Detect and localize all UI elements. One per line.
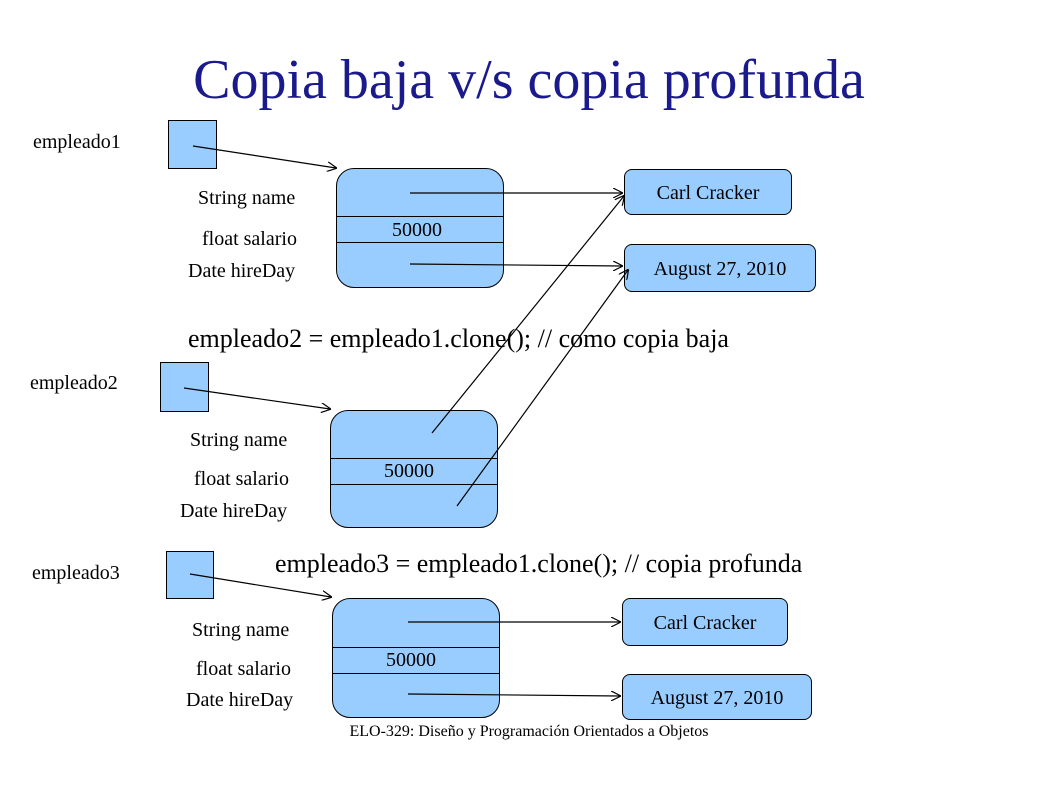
code-deep-copy: empleado3 = empleado1.clone(); // copia … — [275, 549, 803, 578]
arrow-hireday-to-date — [409, 264, 622, 266]
arrow-empleado1-to-object — [192, 145, 336, 168]
salary-value: 50000 — [386, 649, 436, 671]
object-box-empleado1: 50000 — [336, 168, 504, 288]
arrow-shallow-hireday-to-date — [456, 270, 628, 507]
date-value-box: August 27, 2010 — [624, 244, 816, 292]
object-divider — [331, 458, 497, 459]
field-label-name: String name — [198, 187, 296, 209]
reference-box-empleado2 — [160, 362, 209, 412]
field-label-salario: float salario — [194, 468, 289, 490]
object-divider — [333, 673, 499, 674]
object-divider — [331, 484, 497, 485]
reference-box-empleado3 — [166, 551, 214, 599]
code-shallow-copy: empleado2 = empleado1.clone(); // como c… — [188, 324, 729, 353]
arrow-empleado3-to-object — [189, 573, 331, 597]
field-label-name: String name — [192, 619, 290, 641]
field-label-salario: float salario — [196, 658, 291, 680]
salary-value: 50000 — [392, 219, 442, 241]
arrow-shallow-name-to-carl-cracker — [431, 196, 624, 434]
object-divider — [333, 647, 499, 648]
object-box-empleado2: 50000 — [330, 410, 498, 528]
reference-box-empleado1 — [168, 120, 217, 169]
object-box-empleado3: 50000 — [332, 598, 500, 718]
name-value-box-copy: Carl Cracker — [622, 598, 788, 646]
object-divider — [337, 242, 503, 243]
variable-label-empleado2: empleado2 — [30, 372, 118, 394]
salary-value: 50000 — [384, 460, 434, 482]
slide-footer: ELO-329: Diseño y Programación Orientado… — [349, 723, 709, 740]
field-label-salario: float salario — [202, 228, 297, 250]
date-value-box-copy: August 27, 2010 — [622, 674, 812, 720]
name-value-box: Carl Cracker — [624, 169, 792, 215]
object-divider — [337, 216, 503, 217]
field-label-name: String name — [190, 429, 288, 451]
field-label-hireday: Date hireDay — [188, 260, 296, 282]
arrow-empleado2-to-object — [183, 387, 330, 409]
variable-label-empleado1: empleado1 — [33, 131, 121, 153]
slide-title: Copia baja v/s copia profunda — [193, 49, 865, 111]
arrow-deep-hireday-to-date — [407, 694, 620, 696]
variable-label-empleado3: empleado3 — [32, 562, 120, 584]
field-label-hireday: Date hireDay — [186, 689, 294, 711]
field-label-hireday: Date hireDay — [180, 500, 288, 522]
